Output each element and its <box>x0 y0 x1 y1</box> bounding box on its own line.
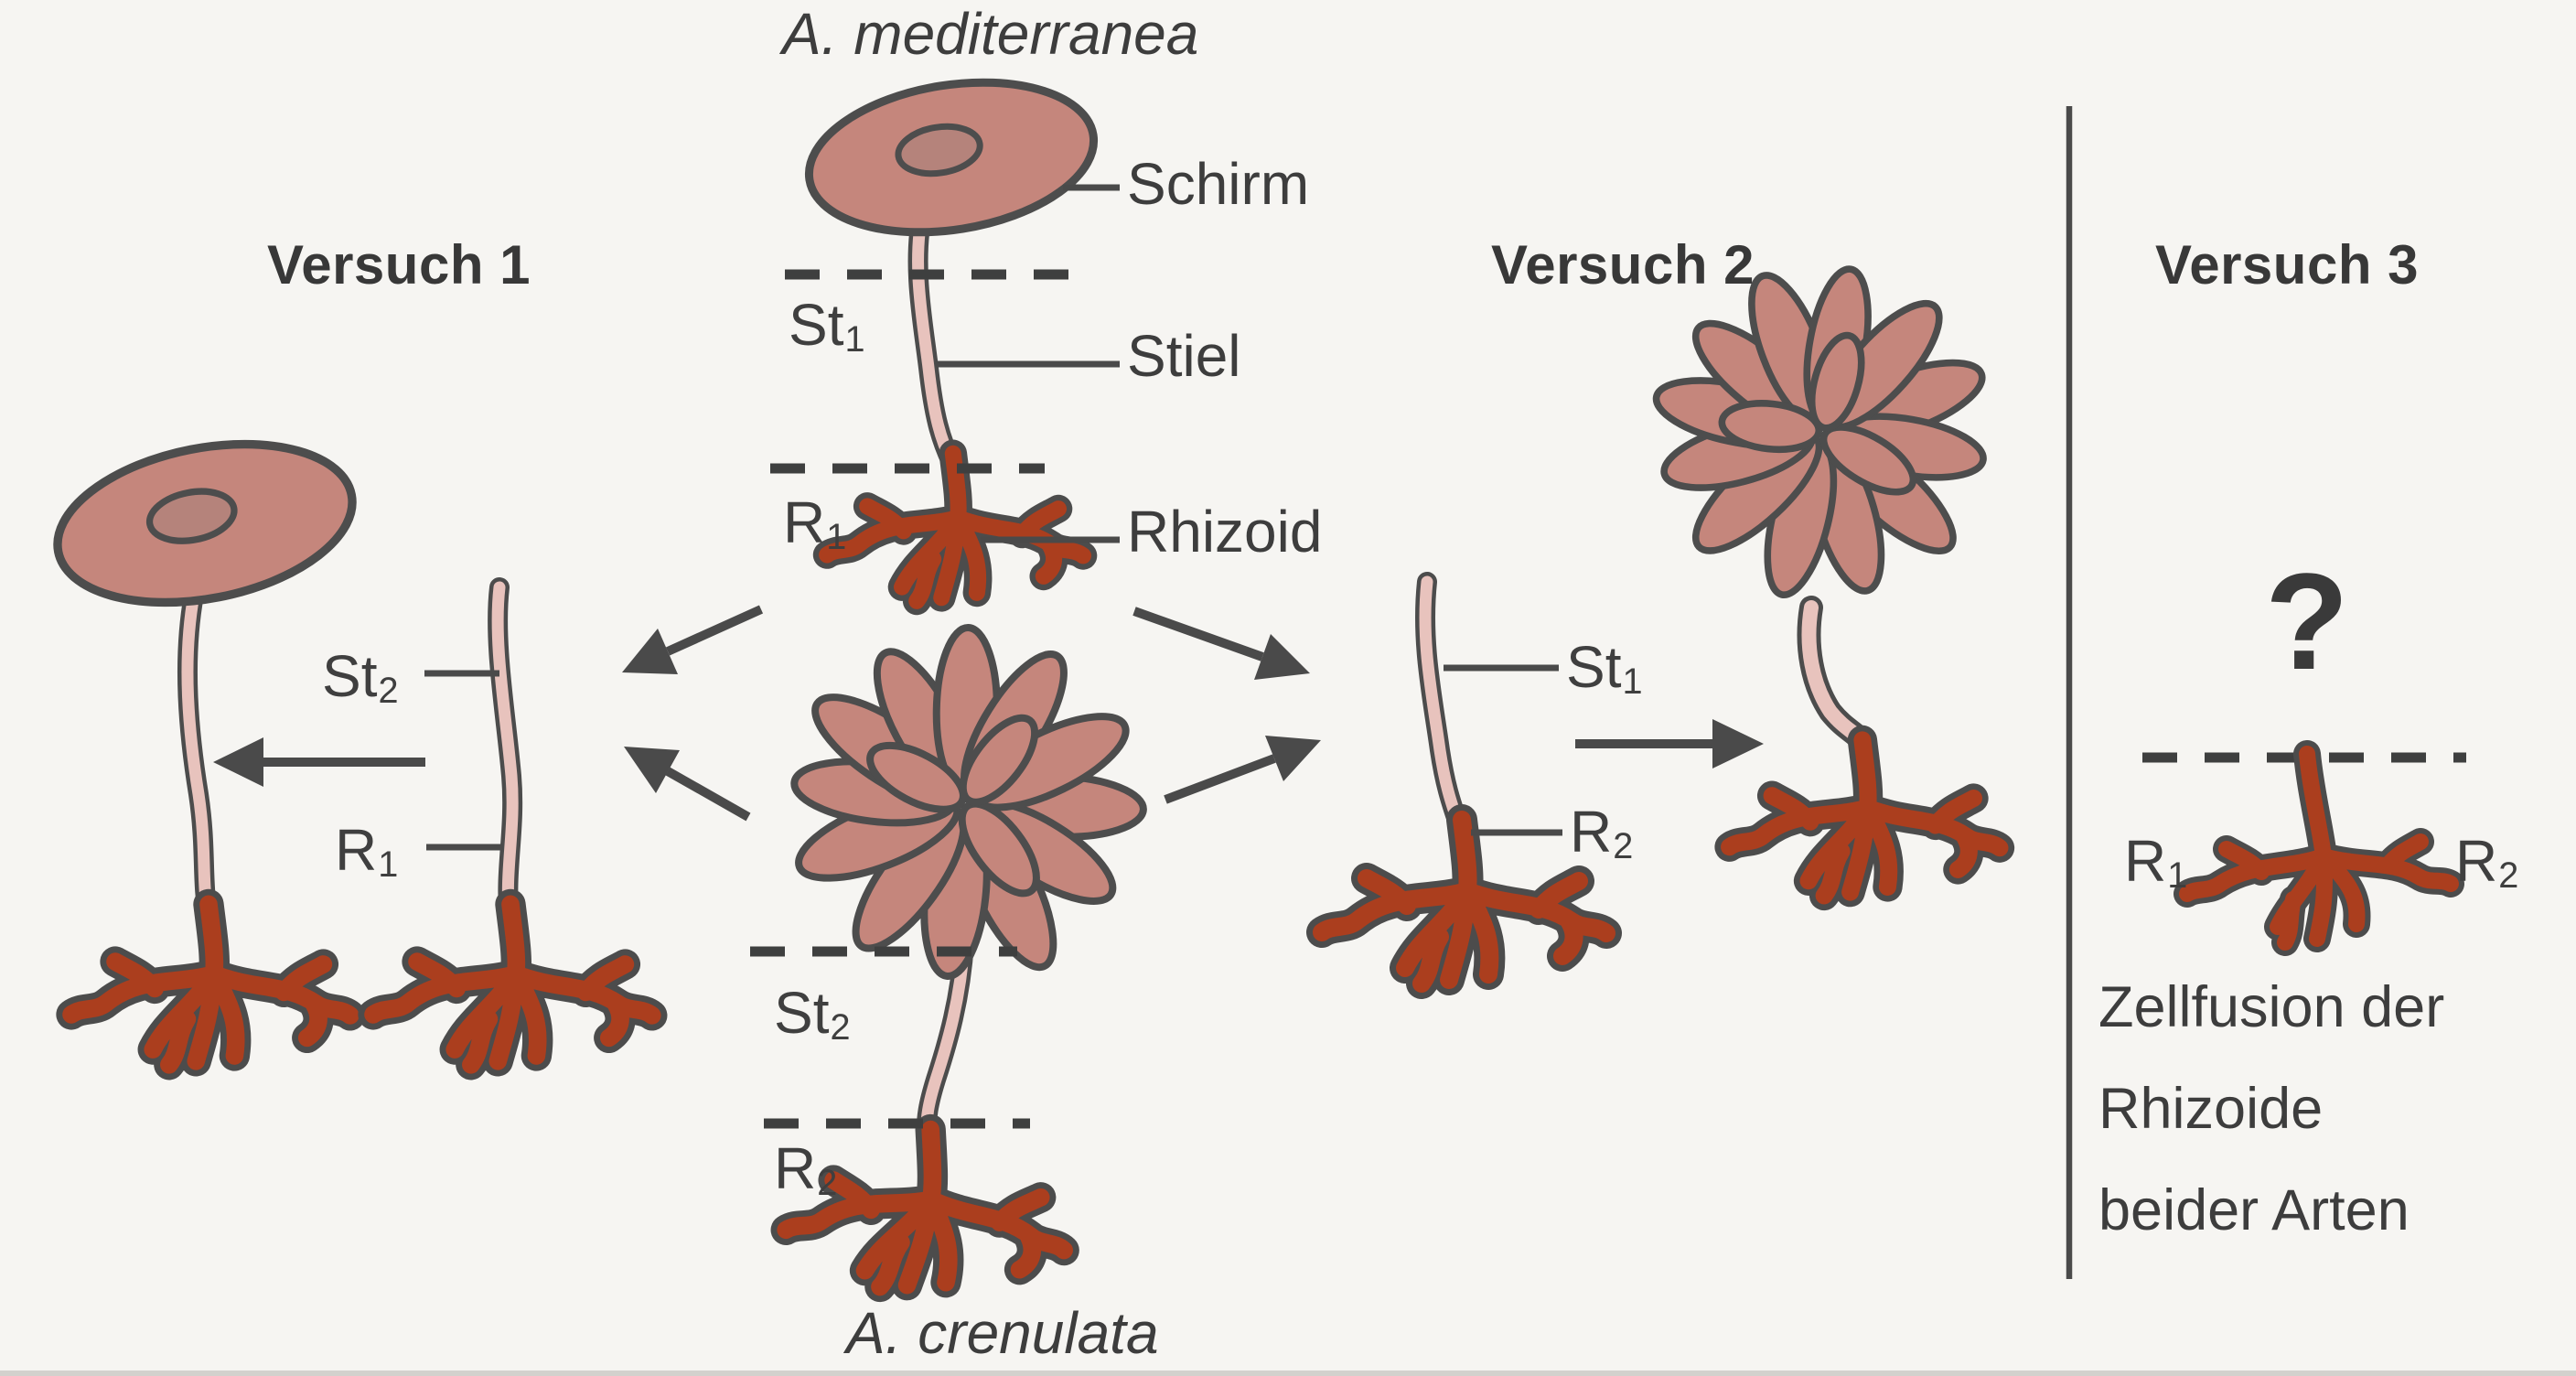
label-r2-versuch2: R2 <box>1570 799 1634 866</box>
label-subscript: 2 <box>378 670 399 711</box>
mediterranea-source-plant <box>799 63 1105 600</box>
versuch2-result-rhizoid <box>1730 740 2000 896</box>
label-r1-source: R1 <box>783 489 847 557</box>
label-base: R <box>783 489 826 555</box>
mediterranea-rhizoid <box>827 454 1083 601</box>
label-subscript: 1 <box>1622 661 1643 702</box>
question-mark: ? <box>2265 544 2349 698</box>
label-subscript: 1 <box>378 844 399 885</box>
versuch2-result-plant <box>1621 226 2028 896</box>
label-base: R <box>1570 799 1613 865</box>
label-r2-versuch3: R2 <box>2455 828 2518 894</box>
versuch3-fused-rhizoid <box>2187 754 2451 942</box>
label-base: St <box>774 980 830 1046</box>
label-r1-versuch3: R1 <box>2124 828 2187 894</box>
label-st1-versuch2: St1 <box>1566 634 1643 700</box>
label-subscript: 2 <box>830 1006 851 1048</box>
label-base: St <box>322 643 378 709</box>
versuch1-result-stalk <box>181 588 215 925</box>
arrow-mediterranea-to-right <box>1132 607 1310 680</box>
species-name-mediterranea: A. mediterranea <box>782 1 1199 67</box>
label-subscript: 2 <box>1613 825 1634 866</box>
label-base: St <box>1566 634 1622 700</box>
label-subscript: 2 <box>2498 855 2519 896</box>
versuch1-result-plant <box>44 421 366 1065</box>
versuch1-graft <box>373 577 652 1065</box>
label-base: R <box>774 1135 817 1201</box>
label-st2-crenulata: St2 <box>774 980 851 1046</box>
mediterranea-stalk <box>912 208 959 470</box>
label-subscript: 1 <box>2167 855 2188 896</box>
versuch2-graft-stalk <box>1419 575 1466 835</box>
versuch1-graft-stalk <box>491 581 519 925</box>
mediterranea-cap <box>799 63 1105 251</box>
species-name-crenulata: A. crenulata <box>846 1300 1159 1366</box>
label-subscript: 1 <box>826 516 847 557</box>
label-stiel: Stiel <box>1127 323 1241 389</box>
label-base: R <box>2455 828 2498 894</box>
versuch2-title: Versuch 2 <box>1491 234 1755 296</box>
label-base: R <box>335 817 378 883</box>
label-subscript: 2 <box>817 1162 838 1203</box>
label-base: R <box>2124 828 2167 894</box>
arrow-crenulata-to-left <box>624 747 751 822</box>
arrow-crenulata-to-right <box>1164 736 1321 804</box>
crenulata-cap <box>769 603 1169 1002</box>
caption-line-2: Rhizoide <box>2098 1077 2324 1141</box>
arrow-versuch1-growth <box>213 737 425 787</box>
label-schirm: Schirm <box>1127 151 1310 217</box>
label-base: St <box>789 292 844 358</box>
label-r1-versuch1: R1 <box>335 817 398 883</box>
versuch3-caption: Zellfusion der Rhizoide beider Arten <box>2098 957 2444 1262</box>
label-subscript: 1 <box>844 318 865 360</box>
label-r2-crenulata: R2 <box>774 1135 837 1201</box>
arrow-versuch2-growth <box>1575 719 1764 769</box>
versuch3-title: Versuch 3 <box>2155 234 2420 296</box>
caption-line-3: beider Arten <box>2098 1178 2410 1242</box>
versuch1-title: Versuch 1 <box>267 234 531 296</box>
arrow-mediterranea-to-left <box>622 605 764 674</box>
label-rhizoid: Rhizoid <box>1127 499 1323 564</box>
fused-rhizoid-fill <box>2187 754 2451 942</box>
label-st1-source: St1 <box>789 292 865 358</box>
versuch2-graft-rhizoid <box>1322 820 1606 984</box>
versuch1-graft-rhizoid <box>373 904 652 1064</box>
crenulata-source-plant <box>769 603 1169 1299</box>
versuch1-result-cap <box>44 421 366 626</box>
caption-line-1: Zellfusion der <box>2098 975 2445 1039</box>
versuch2-graft <box>1322 572 1606 984</box>
versuch1-result-rhizoid <box>71 904 350 1064</box>
scan-edge <box>0 1371 2576 1376</box>
label-st2-versuch1: St2 <box>322 643 399 709</box>
